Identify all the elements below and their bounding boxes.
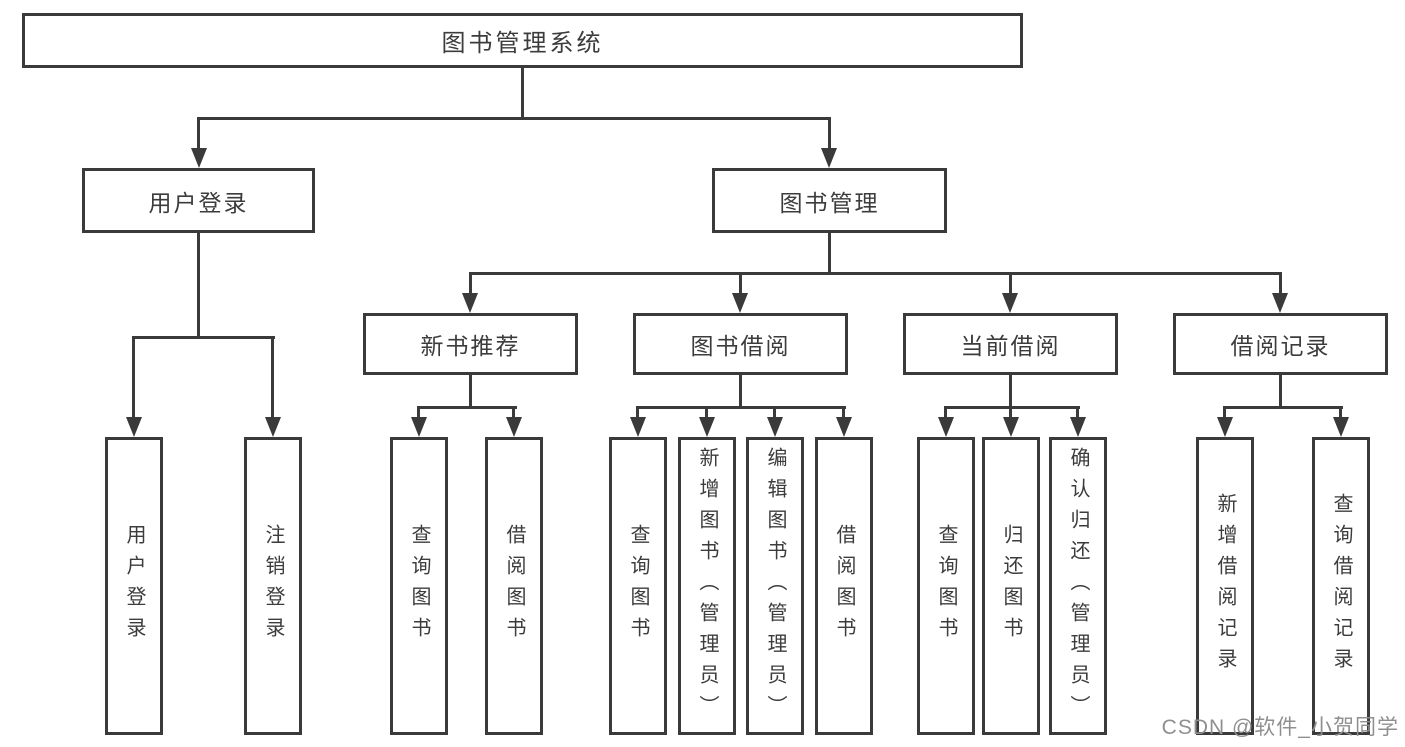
node-root: 图书管理系统 [22,13,1023,68]
connector-line [1223,406,1226,419]
connector-line [1009,406,1012,419]
arrowhead-down [1003,417,1019,437]
connector-line [739,275,742,295]
arrowhead-down [1272,293,1288,313]
node-user-login: 用户登录 [82,168,315,233]
connector-line [1076,406,1079,419]
arrowhead-down [767,417,783,437]
connector-line [1279,375,1282,406]
node-label: 用户登录 [123,524,145,648]
node-label: 借阅图书 [503,524,525,648]
connector-line [512,406,515,419]
node-nbr-borrow-books: 借阅图书 [485,437,543,735]
node-label: 查询图书 [627,524,649,648]
connector-line [944,406,947,419]
node-label: 编辑图书（管理员） [764,446,786,726]
connector-line [469,272,1282,275]
connector-line [773,406,776,419]
node-label: 新增图书（管理员） [696,446,718,726]
arrowhead-down [506,417,522,437]
node-label: 归还图书 [1000,524,1022,648]
node-login: 用户登录 [105,437,163,735]
arrowhead-down [126,417,142,437]
node-bb-edit-books: 编辑图书（管理员） [746,437,804,735]
node-label: 注销登录 [262,524,284,648]
connector-line [1339,406,1342,419]
connector-line [469,275,472,295]
arrowhead-down [732,293,748,313]
connector-line [944,406,1080,409]
connector-line [132,336,135,419]
arrowhead-down [265,417,281,437]
node-label: 查询图书 [408,524,430,648]
connector-line [828,233,831,272]
arrowhead-down [938,417,954,437]
connector-line [1009,275,1012,295]
node-bb-add-books: 新增图书（管理员） [678,437,736,735]
connector-line [521,68,524,117]
arrowhead-down [1333,417,1349,437]
arrowhead-down [630,417,646,437]
node-label: 确认归还（管理员） [1067,446,1089,726]
connector-line [705,406,708,419]
arrowhead-down [821,148,837,168]
connector-line [417,406,517,409]
arrowhead-down [191,148,207,168]
connector-line [1279,275,1282,295]
connector-line [197,117,831,120]
node-bb-borrow-books: 借阅图书 [815,437,873,735]
node-br-add-record: 新增借阅记录 [1196,437,1254,735]
node-cb-confirm-return: 确认归还（管理员） [1049,437,1107,735]
node-cb-query-books: 查询图书 [917,437,975,735]
arrowhead-down [699,417,715,437]
node-book-management: 图书管理 [712,168,947,233]
node-bb-query-books: 查询图书 [609,437,667,735]
connector-line [132,336,275,339]
connector-line [197,117,200,150]
node-logout: 注销登录 [244,437,302,735]
connector-line [636,406,846,409]
node-label: 查询图书 [935,524,957,648]
connector-line [1009,375,1012,406]
node-nbr-query-books: 查询图书 [390,437,448,735]
node-new-book-recommend: 新书推荐 [363,313,578,375]
arrowhead-down [1002,293,1018,313]
arrowhead-down [1217,417,1233,437]
connector-line [636,406,639,419]
node-br-query-record: 查询借阅记录 [1312,437,1370,735]
node-borrowing-records: 借阅记录 [1173,313,1388,375]
connector-line [417,406,420,419]
node-label: 查询借阅记录 [1330,493,1352,679]
connector-line [828,117,831,150]
connector-line [271,336,274,419]
node-label: 借阅图书 [833,524,855,648]
arrowhead-down [411,417,427,437]
connector-line [469,375,472,406]
node-label: 新增借阅记录 [1214,493,1236,679]
arrowhead-down [1070,417,1086,437]
csdn-watermark: CSDN @软件_小贺同学 [1161,716,1399,739]
connector-line [842,406,845,419]
connector-line [739,375,742,406]
arrowhead-down [836,417,852,437]
connector-line [197,233,200,337]
connector-line [1223,406,1343,409]
node-current-borrowing: 当前借阅 [903,313,1118,375]
node-book-borrowing: 图书借阅 [633,313,848,375]
arrowhead-down [462,293,478,313]
node-cb-return-books: 归还图书 [982,437,1040,735]
